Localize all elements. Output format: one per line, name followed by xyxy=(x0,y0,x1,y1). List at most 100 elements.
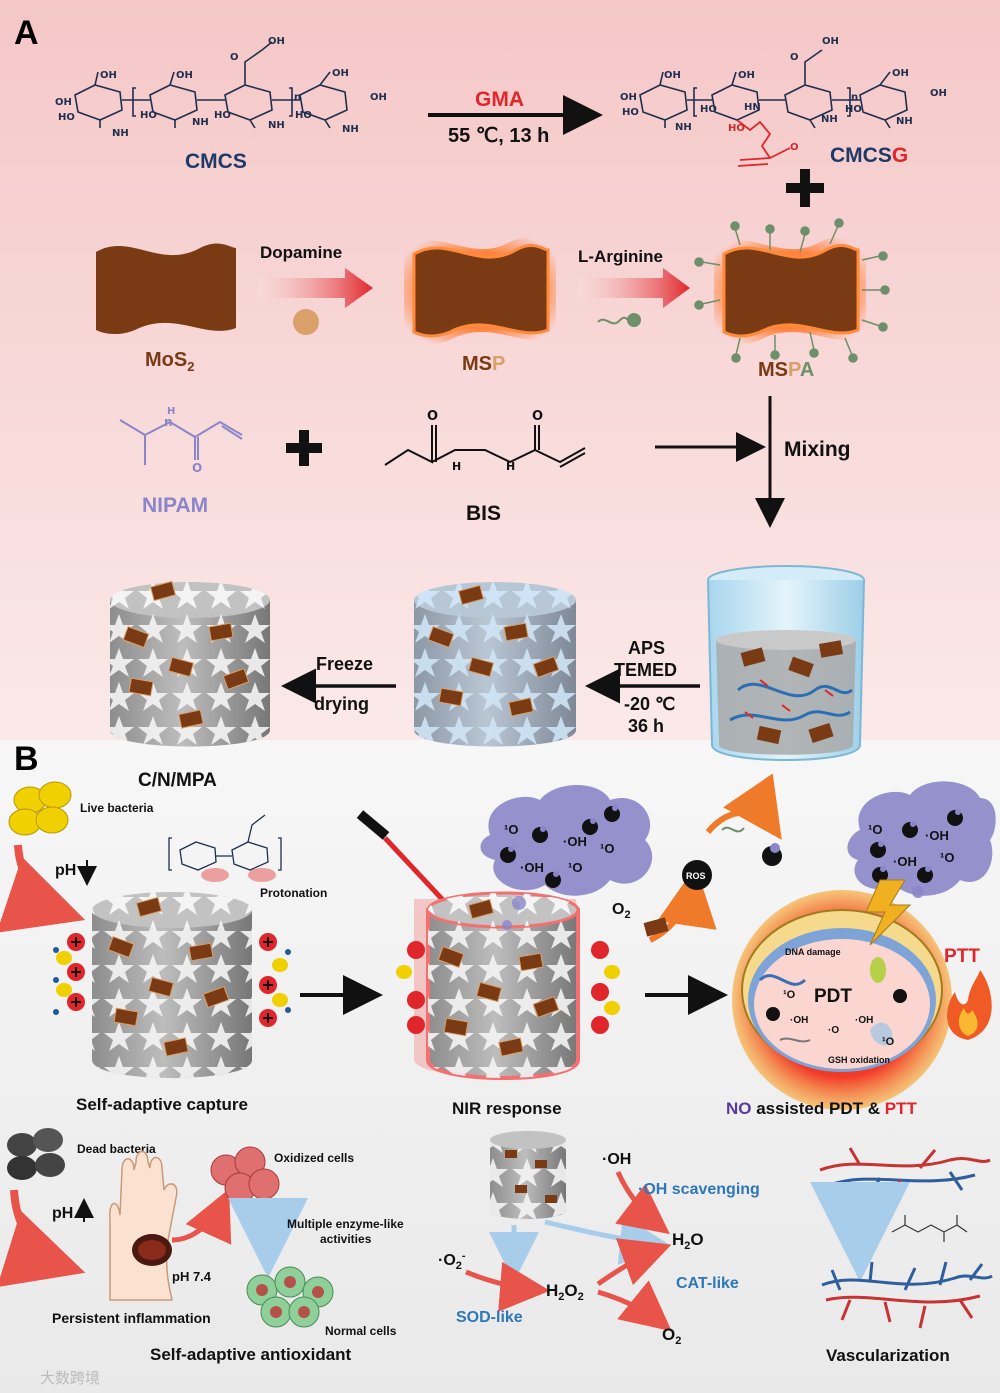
freeze-label: Freeze xyxy=(316,654,373,674)
hydrogel-cylinder-frozen xyxy=(414,582,576,747)
plus-charge-symbols xyxy=(71,937,273,1023)
protonation-site-icon xyxy=(201,868,229,882)
flame-icon xyxy=(947,970,992,1040)
nipam-label: NIPAM xyxy=(142,494,208,517)
arginine-head-icon xyxy=(627,313,641,327)
cat-to-o2-arrow xyxy=(597,1280,672,1332)
ros-cloud xyxy=(480,785,653,896)
scavenging-cylinder xyxy=(490,1131,566,1219)
h2o2-label: H2O2 xyxy=(546,1281,584,1303)
cell-labels: DNA damage PDT ¹O ·OH ·OH ·O ¹O GSH oxid… xyxy=(783,947,895,1065)
svg-text:¹O: ¹O xyxy=(600,841,614,856)
no-icon-top xyxy=(770,843,780,853)
svg-text:¹O: ¹O xyxy=(940,850,954,865)
watermark: 大数跨境 xyxy=(40,1369,100,1387)
oh-scavenging-label: ·OH scavenging xyxy=(638,1181,760,1198)
bis-label: BIS xyxy=(466,502,501,525)
oh-radical-label: ·OH xyxy=(602,1151,631,1168)
sod-reaction-arrow xyxy=(465,1261,550,1312)
svg-text:O: O xyxy=(192,461,202,475)
svg-text:·OH: ·OH xyxy=(790,1015,808,1026)
plus-icon xyxy=(786,169,824,207)
mspa-particle xyxy=(694,218,890,363)
protonation-structure xyxy=(168,814,282,871)
arginine-mini-icon xyxy=(721,826,745,833)
vessel-network-bottom xyxy=(821,1261,993,1329)
nipam-structure xyxy=(119,419,243,465)
svg-text:HO: HO xyxy=(295,110,312,121)
hydrogel-cylinder-product xyxy=(110,580,270,747)
svg-text:HO: HO xyxy=(214,110,231,121)
msp-sheet xyxy=(412,244,550,338)
cmcs-atoms: OH OH OH OH O OH HO HO HO HO OH NH NH NH… xyxy=(55,36,387,139)
panel-b-label: B xyxy=(14,740,39,778)
oxidation-arrow xyxy=(171,1188,232,1245)
svg-text:OH: OH xyxy=(268,36,285,47)
larginine-arrow xyxy=(578,268,690,308)
panel-a-label: A xyxy=(14,14,39,52)
ptt-label: PTT xyxy=(944,946,980,967)
svg-text:H: H xyxy=(506,460,515,473)
svg-text:·O: ·O xyxy=(828,1025,839,1036)
normal-cells-label: Normal cells xyxy=(325,1324,397,1338)
lightning-icon xyxy=(865,879,912,946)
dopamine-label: Dopamine xyxy=(260,243,342,262)
mos2-sheet xyxy=(96,243,236,335)
svg-text:HN: HN xyxy=(744,102,761,113)
ros-cloud-right-labels: ¹O ·OH ·OH ¹O xyxy=(868,822,954,869)
capture-label: Self-adaptive capture xyxy=(76,1095,248,1114)
no-cell-icon xyxy=(766,1007,780,1021)
svg-text:O: O xyxy=(790,52,799,63)
svg-text:HO: HO xyxy=(140,110,157,121)
svg-text:OH: OH xyxy=(100,70,117,81)
oh-to-water-arrow xyxy=(615,1170,670,1235)
ros-cloud-right xyxy=(847,781,996,898)
svg-text:HO: HO xyxy=(58,112,75,123)
svg-text:HO: HO xyxy=(700,104,717,115)
svg-text:¹O: ¹O xyxy=(504,822,518,837)
svg-text:n: n xyxy=(164,415,173,429)
svg-text:O: O xyxy=(427,409,438,424)
nir-charge-markers xyxy=(396,941,620,1034)
ph-up-label: pH xyxy=(52,1205,73,1222)
svg-text:O: O xyxy=(532,409,543,424)
msp-label: MSP xyxy=(462,353,505,375)
svg-text:OH: OH xyxy=(332,68,349,79)
ros-cloud-labels: ¹O ·OH ·OH ¹O ¹O xyxy=(504,822,614,875)
nir-label: NIR response xyxy=(452,1099,562,1118)
time-label: 36 h xyxy=(628,716,664,736)
svg-text:HO: HO xyxy=(622,107,639,118)
svg-text:·OH: ·OH xyxy=(520,860,544,875)
arginine-icon xyxy=(597,316,629,325)
svg-text:NH: NH xyxy=(268,120,285,131)
ph-down-label: pH xyxy=(55,862,76,879)
oxygen-label: O2 xyxy=(662,1325,681,1347)
svg-text:OH: OH xyxy=(55,97,72,108)
larginine-label: L-Arginine xyxy=(578,247,663,266)
cmcsg-label: CMCSG xyxy=(830,144,908,167)
svg-text:¹O: ¹O xyxy=(882,1036,895,1048)
cat-to-water-arrow xyxy=(596,1238,672,1287)
bis-atoms: O O H H xyxy=(427,409,543,473)
bacterium-cell xyxy=(732,890,952,1110)
capture-flow-arrow xyxy=(0,844,86,933)
beaker xyxy=(707,565,865,761)
enzyme-label-1: Multiple enzyme-like xyxy=(287,1217,404,1231)
dopamine-arrow xyxy=(258,268,373,308)
svg-text:NH: NH xyxy=(675,122,692,133)
normal-cells-icon xyxy=(246,1266,334,1328)
gma-conditions: 55 ℃, 13 h xyxy=(448,125,549,147)
svg-text:H: H xyxy=(167,406,175,417)
flame-inner-icon xyxy=(958,1008,978,1036)
svg-text:GSH oxidation: GSH oxidation xyxy=(828,1055,890,1065)
svg-text:·OH: ·OH xyxy=(563,834,587,849)
drying-label: drying xyxy=(314,694,369,714)
ph74-label: pH 7.4 xyxy=(172,1269,212,1284)
svg-text:OH: OH xyxy=(822,36,839,47)
svg-text:OH: OH xyxy=(176,70,193,81)
persistent-label: Persistent inflammation xyxy=(52,1310,211,1326)
capture-cylinder xyxy=(92,892,252,1078)
vascularization-label: Vascularization xyxy=(826,1346,950,1365)
svg-text:¹O: ¹O xyxy=(868,822,882,837)
